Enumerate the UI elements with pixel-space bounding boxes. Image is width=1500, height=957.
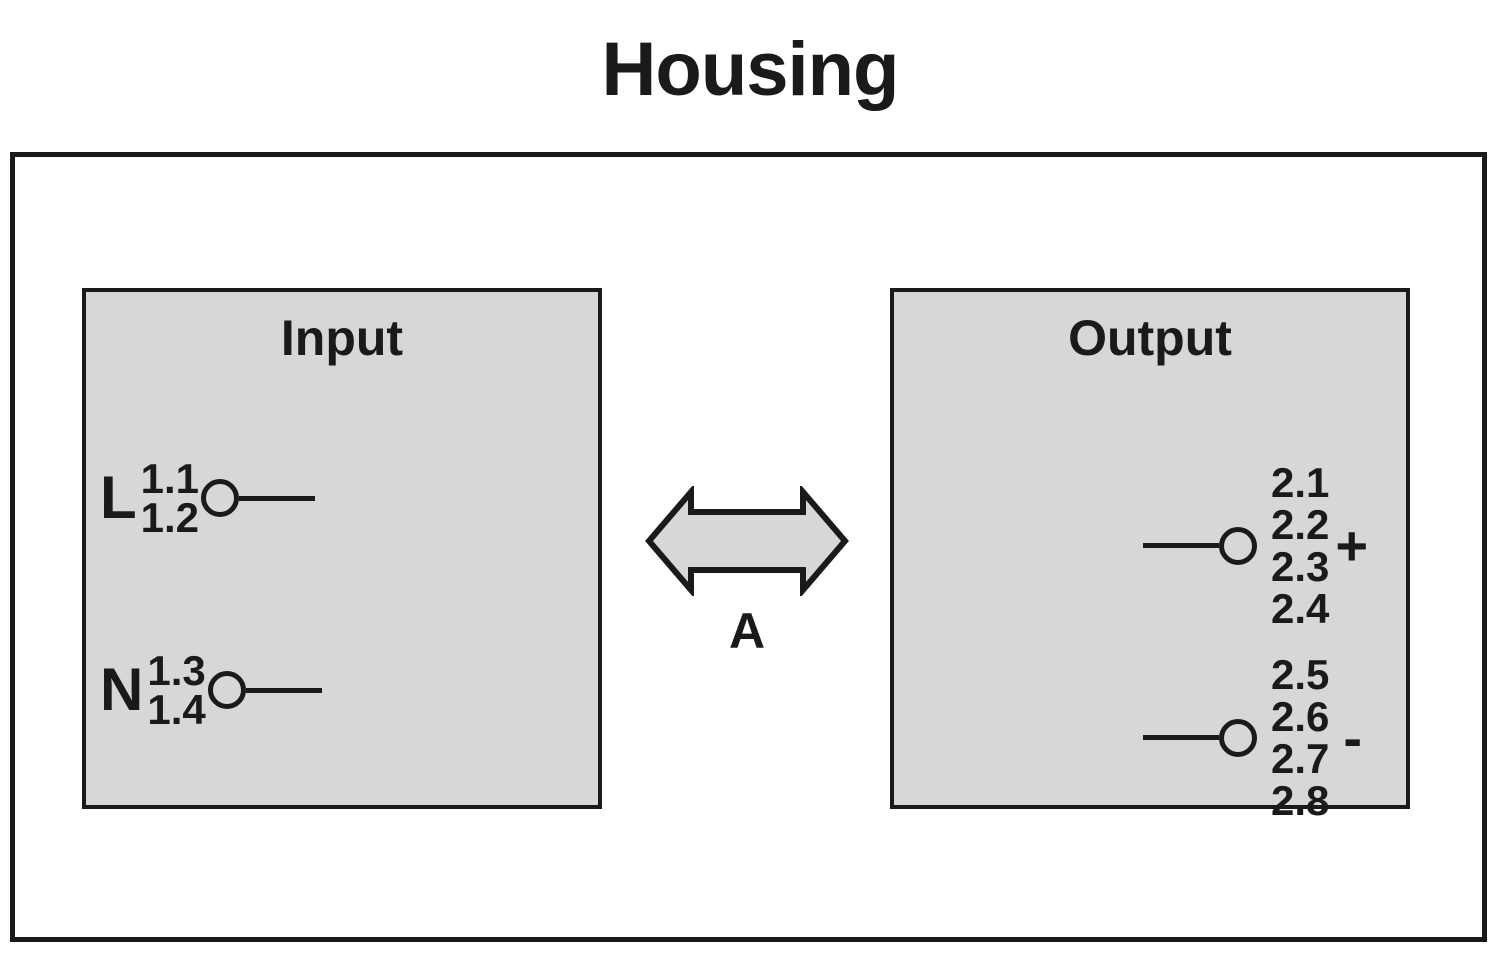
terminal-number: 1.3: [147, 646, 206, 694]
output-block: [890, 288, 1410, 809]
output-terminal-negative-symbol: [1143, 718, 1257, 757]
terminal-number: 2.8: [1271, 776, 1330, 824]
transfer-arrow: [645, 483, 849, 599]
input-terminal-n: N 1.3 1.4: [100, 646, 322, 733]
input-phase-letter-n: N: [100, 656, 144, 723]
input-terminal-n-numbers: 1.3 1.4: [147, 646, 206, 733]
terminal-number: 2.2: [1271, 500, 1330, 548]
input-block: [82, 288, 602, 809]
output-terminal-positive-symbol: [1143, 526, 1257, 565]
terminal-circle-icon: [201, 479, 240, 517]
double-arrow-icon: [645, 483, 849, 599]
terminal-lead-line: [1143, 735, 1219, 740]
terminal-number: 1.1: [140, 454, 200, 502]
terminal-number: 2.5: [1271, 650, 1330, 698]
terminal-number: 2.3: [1271, 542, 1330, 590]
terminal-number: 1.2: [140, 494, 200, 541]
input-terminal-l-numbers: 1.1 1.2: [140, 454, 200, 541]
terminal-number: 2.6: [1271, 692, 1330, 740]
terminal-number: 2.7: [1271, 734, 1330, 782]
input-terminal-l: L 1.1 1.2: [100, 454, 316, 541]
input-block-heading: Input: [280, 310, 404, 366]
terminal-circle-icon: [1219, 526, 1257, 565]
output-terminal-negative: 2.5 2.6 2.7 2.8 -: [1143, 650, 1362, 825]
terminal-lead-line: [245, 687, 322, 693]
output-terminal-positive: 2.1 2.2 2.3 2.4 +: [1143, 458, 1368, 633]
input-phase-letter-l: L: [100, 464, 137, 531]
input-terminal-n-symbol: [207, 671, 322, 709]
terminal-lead-line: [1143, 543, 1219, 548]
output-polarity-minus: -: [1343, 705, 1363, 769]
output-terminal-positive-numbers: 2.1 2.2 2.3 2.4: [1271, 458, 1330, 632]
terminal-lead-line: [239, 495, 316, 501]
terminal-number: 2.1: [1271, 458, 1330, 506]
terminal-number: 2.4: [1271, 584, 1330, 632]
output-block-heading: Output: [1068, 310, 1232, 366]
output-terminal-negative-numbers: 2.5 2.6 2.7 2.8: [1271, 650, 1330, 824]
transfer-arrow-label: A: [728, 603, 766, 659]
terminal-circle-icon: [1219, 718, 1257, 757]
terminal-circle-icon: [207, 671, 246, 709]
terminal-number: 1.4: [147, 686, 206, 733]
output-polarity-plus: +: [1335, 513, 1369, 577]
input-terminal-l-symbol: [201, 479, 316, 517]
page-title: Housing: [601, 27, 900, 112]
